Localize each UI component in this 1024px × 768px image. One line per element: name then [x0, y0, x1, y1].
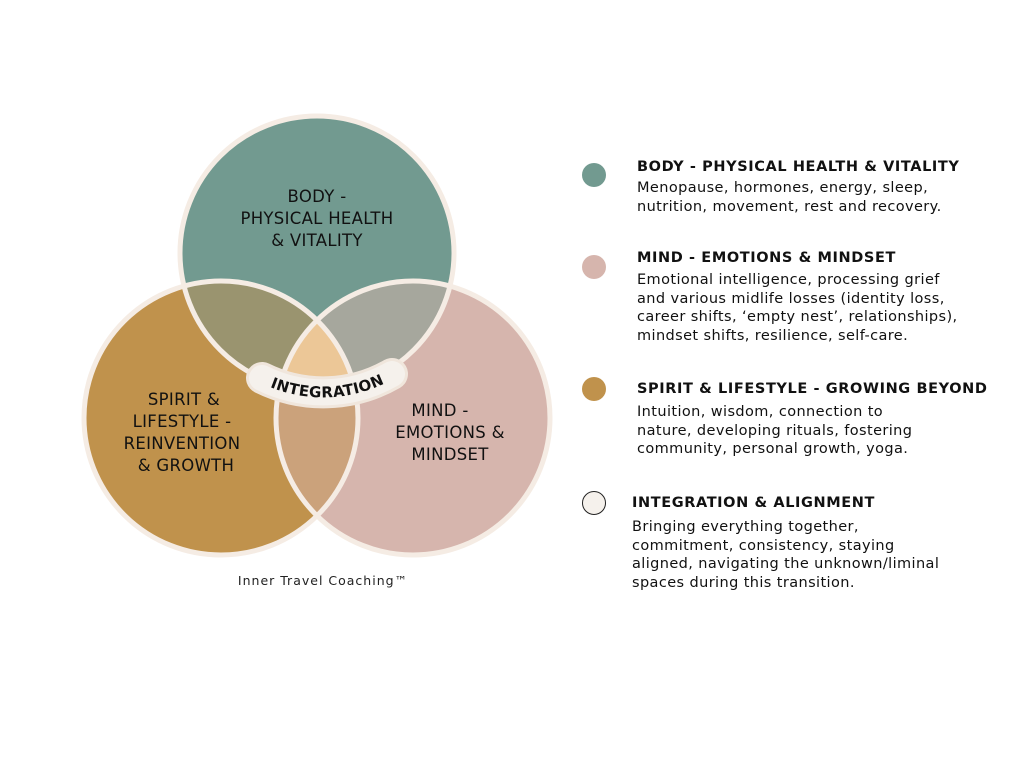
body-mind-overlap	[276, 281, 454, 390]
legend-description: Intuition, wisdom, connection to nature,…	[637, 404, 913, 457]
spirit-color-dot-icon	[582, 377, 606, 401]
mind-label: MIND - EMOTIONS & MINDSET	[395, 401, 505, 464]
body-spirit-overlap	[180, 281, 358, 390]
mind-color-dot-icon	[582, 255, 606, 279]
body-label-line: BODY -	[288, 187, 347, 206]
mind-circle-border	[273, 278, 553, 558]
spirit-circle-border	[81, 278, 361, 558]
body-label: BODY - PHYSICAL HEALTH & VITALITY	[240, 187, 393, 250]
legend-title: SPIRIT & LIFESTYLE - GROWING BEYOND	[637, 381, 988, 397]
spirit-label-line: LIFESTYLE -	[133, 412, 232, 431]
body-label-line: PHYSICAL HEALTH	[240, 209, 393, 228]
legend-description: Menopause, hormones, energy, sleep, nutr…	[637, 180, 942, 215]
footer-brand: Inner Travel Coaching™	[237, 573, 409, 588]
spirit-label-line: & GROWTH	[138, 456, 235, 475]
mind-label-line: MINDSET	[411, 445, 489, 464]
legend-description: Bringing everything together, commitment…	[632, 519, 940, 591]
body-color-dot-icon	[582, 163, 606, 187]
spirit-label-line: REINVENTION	[124, 434, 241, 453]
mind-label-line: MIND -	[411, 401, 468, 420]
spirit-label: SPIRIT & LIFESTYLE - REINVENTION & GROWT…	[124, 390, 241, 475]
mind-label-line: EMOTIONS &	[395, 423, 505, 442]
integration-color-dot-icon	[582, 491, 606, 515]
legend-description: Emotional intelligence, processing grief…	[637, 272, 958, 344]
spirit-label-line: SPIRIT &	[148, 390, 220, 409]
body-label-line: & VITALITY	[271, 231, 363, 250]
legend-title: BODY - PHYSICAL HEALTH & VITALITY	[637, 159, 960, 175]
legend-title: INTEGRATION & ALIGNMENT	[632, 495, 876, 511]
legend-title: MIND - EMOTIONS & MINDSET	[637, 250, 896, 266]
